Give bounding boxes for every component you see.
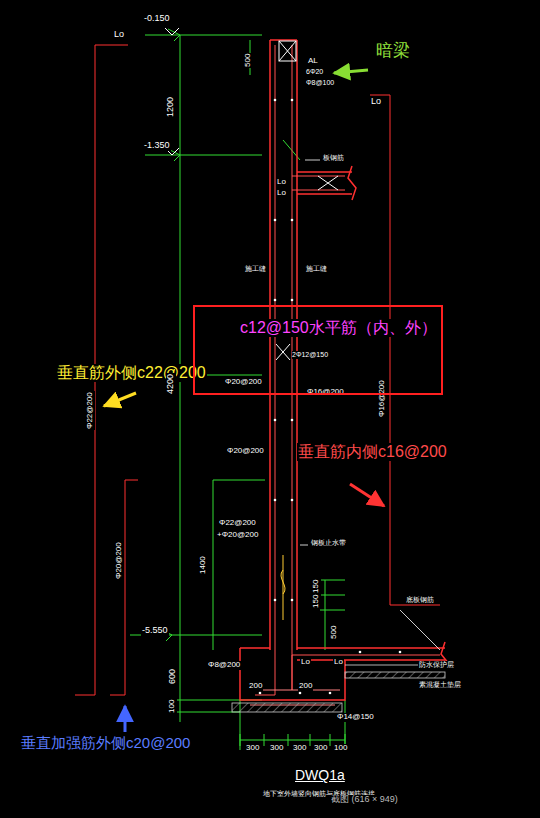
callout-note: 暗梁 <box>375 42 411 61</box>
dimension: 200 <box>298 682 313 691</box>
callout-note: 垂直筋内侧c16@200 <box>297 443 448 461</box>
dimension: 4200 <box>166 373 176 395</box>
layer-note: 底板钢筋 <box>405 596 435 604</box>
rebar-spec: 6Φ20 <box>305 68 324 76</box>
anchor-length: Lo <box>370 97 382 107</box>
rebar-spec: Φ16@200 <box>306 388 345 397</box>
joint-note: 施工缝 <box>244 265 267 273</box>
beam-name: AL <box>307 57 319 66</box>
rebar-lines <box>250 45 440 705</box>
callout-note: 垂直加强筋外侧c20@200 <box>20 735 191 752</box>
dimension: 1200 <box>166 96 176 118</box>
rebar-spec: Φ20@200 <box>115 541 124 580</box>
level-ticks <box>155 28 179 635</box>
dimension: 100 <box>168 699 177 714</box>
rebar-spec: Φ8@200 <box>207 661 241 670</box>
hidden-beam-box <box>276 41 338 360</box>
callout-note: c12@150水平筋（内、外） <box>240 319 437 337</box>
leader-lines <box>300 160 440 650</box>
anchor-length: Lo <box>333 658 344 667</box>
dimension: 300 <box>292 744 307 753</box>
rebar-spec: 2Φ12@150 <box>292 351 328 359</box>
rebar-spec: +Φ20@200 <box>216 531 259 540</box>
level-mark: -5.550 <box>141 626 169 636</box>
level-mark: -0.150 <box>143 14 171 24</box>
dimension: 150 <box>312 579 321 594</box>
rebar-dots <box>259 99 402 695</box>
dimension: 300 <box>245 744 260 753</box>
anchor-length: Lo <box>276 189 287 198</box>
rebar-spec: 板钢筋 <box>322 154 345 162</box>
anchor-length: Lo <box>300 658 311 667</box>
dimension: 300 <box>269 744 284 753</box>
rebar-spec: Φ16@200 <box>378 379 387 418</box>
rebar-spec: Φ22@200 <box>218 519 257 528</box>
dimension: 200 <box>248 682 263 691</box>
dimension: 150 <box>312 594 321 609</box>
rebar-spec: Φ22@200 <box>86 391 95 430</box>
wall-outline <box>240 40 449 700</box>
dimension: 1400 <box>199 555 208 575</box>
anchor-length: Lo <box>276 178 287 187</box>
rebar-spec: Φ20@200 <box>224 378 263 387</box>
layer-note: 防水保护层 <box>418 661 455 669</box>
waterstop-note: 钢板止水带 <box>310 539 347 547</box>
joint-note: 施工缝 <box>305 265 328 273</box>
foundation-layers <box>232 665 445 712</box>
layer-note: 素混凝土垫层 <box>418 681 462 689</box>
dimension: 100 <box>333 744 348 753</box>
dimension: 600 <box>168 668 178 685</box>
level-mark: -1.350 <box>143 141 171 151</box>
callout-note: 垂直筋外侧c22@200 <box>56 364 207 382</box>
anchor-length: Lo <box>113 30 125 40</box>
dimension-lines <box>130 29 345 750</box>
rebar-spec: Φ14@150 <box>336 713 375 722</box>
watermark: 截图 (616 × 949) <box>330 795 399 805</box>
rebar-spec: Φ20@200 <box>226 447 265 456</box>
highlight-box: c12@150水平筋（内、外） 2Φ12@150 <box>193 305 443 395</box>
callout-arrows <box>104 70 384 732</box>
rebar-spec: Φ8@100 <box>305 79 335 87</box>
dimension: 300 <box>313 744 328 753</box>
dimension: 500 <box>330 625 339 640</box>
dimension: 500 <box>244 53 253 68</box>
drawing-caption: DWQ1a <box>294 768 346 783</box>
